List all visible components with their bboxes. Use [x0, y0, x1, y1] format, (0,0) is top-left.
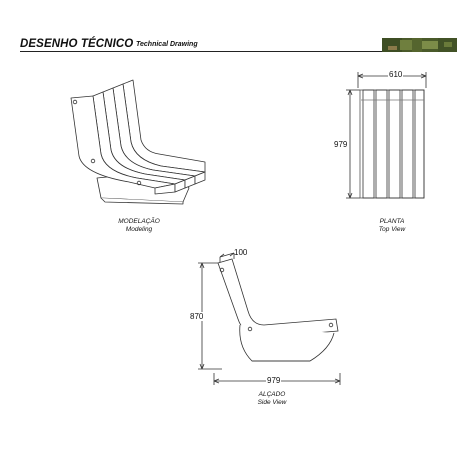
- top-view-caption: PLANTA Top View: [337, 218, 447, 234]
- grass-photo-strip: [382, 38, 457, 52]
- side-thickness-dimension: 100: [234, 248, 248, 257]
- top-view-drawing: [346, 72, 427, 199]
- top-depth-dimension: 979: [334, 140, 348, 149]
- side-view-label-en: Side View: [257, 399, 287, 406]
- side-height-dimension: 870: [190, 312, 204, 321]
- side-view-caption: ALÇADO Side View: [217, 391, 327, 407]
- modeling-label: MODELAÇÃO: [118, 218, 160, 225]
- header-rule: [20, 51, 382, 52]
- top-view-label: PLANTA: [379, 218, 405, 225]
- side-length-dimension: 979: [266, 376, 282, 385]
- top-width-dimension: 610: [388, 70, 404, 79]
- modeling-caption: MODELAÇÃO Modeling: [84, 218, 194, 234]
- page-title: DESENHO TÉCNICO: [20, 38, 134, 50]
- side-view-label: ALÇADO: [258, 391, 286, 398]
- page-subtitle: Technical Drawing: [136, 41, 198, 48]
- top-view-label-en: Top View: [378, 226, 406, 233]
- side-view-drawing: [198, 252, 341, 385]
- modeling-view-drawing: [70, 79, 206, 205]
- modeling-label-en: Modeling: [125, 226, 153, 233]
